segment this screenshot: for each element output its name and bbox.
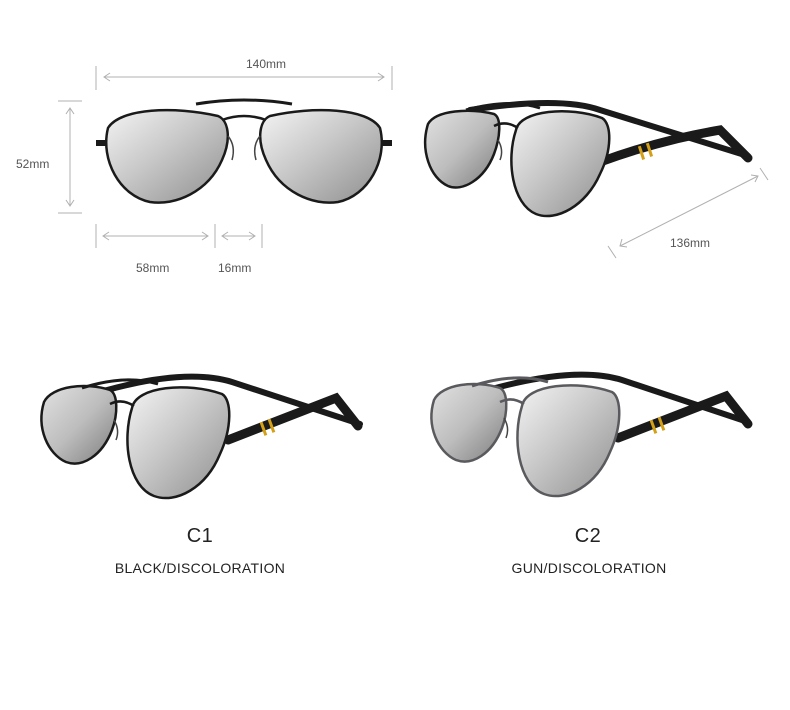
c1-glasses-image xyxy=(40,373,363,500)
front-view-glasses xyxy=(96,98,392,204)
bridge-width-label: 16mm xyxy=(218,261,252,275)
lens-bridge-dimension xyxy=(95,224,263,248)
c2-glasses-image xyxy=(430,371,753,498)
temple-length-label: 136mm xyxy=(670,236,711,250)
temple-length-dimension xyxy=(607,167,769,259)
variant-c1-name: BLACK/DISCOLORATION xyxy=(114,560,286,576)
lens-height-dimension xyxy=(58,100,82,214)
variant-c1-code: C1 xyxy=(186,525,214,547)
angled-view-glasses xyxy=(423,100,753,218)
variant-c2-code: C2 xyxy=(574,525,602,547)
total-width-label: 140mm xyxy=(246,57,287,71)
variant-c2-name: GUN/DISCOLORATION xyxy=(511,560,667,576)
lens-width-label: 58mm xyxy=(136,261,170,275)
total-width-dimension xyxy=(95,66,393,90)
lens-height-label: 52mm xyxy=(16,157,50,171)
